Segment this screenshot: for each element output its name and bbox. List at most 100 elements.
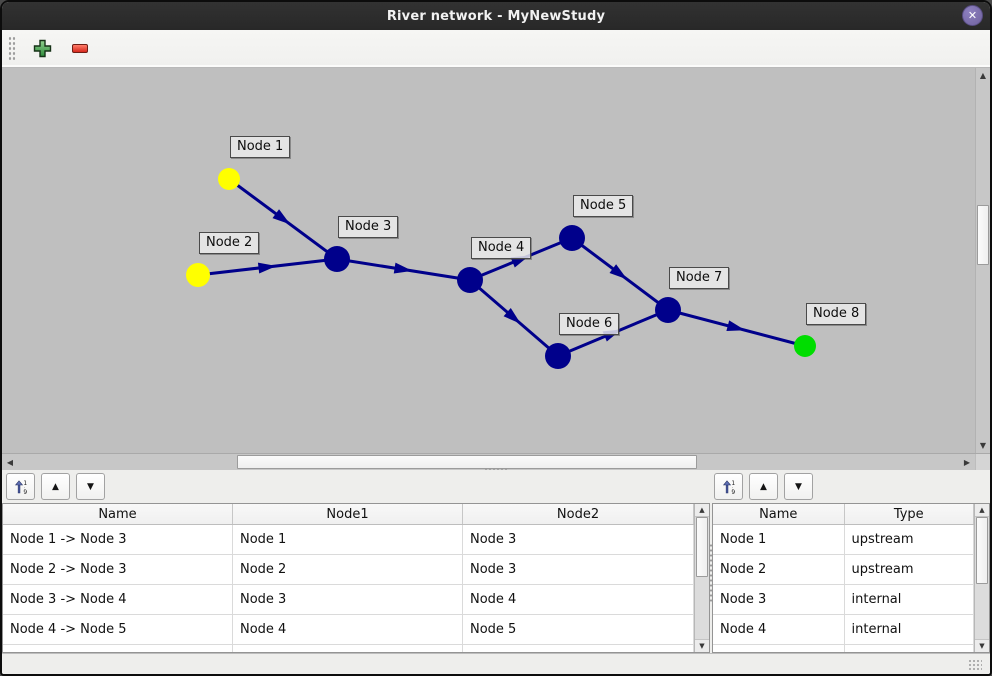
canvas-vertical-scrollbar[interactable]: ▲ ▼ bbox=[975, 68, 990, 453]
table-cell[interactable]: Node 3 bbox=[463, 525, 694, 554]
scroll-up-button[interactable]: ▲ bbox=[975, 504, 989, 517]
status-strip bbox=[2, 653, 990, 674]
table-cell[interactable] bbox=[845, 645, 974, 652]
link-move-up-button[interactable]: ▲ bbox=[41, 473, 70, 500]
node-label[interactable]: Node 3 bbox=[338, 216, 399, 238]
node-label[interactable]: Node 6 bbox=[559, 313, 620, 335]
link-scroll-thumb[interactable] bbox=[696, 517, 708, 577]
link-scroll-track[interactable] bbox=[695, 517, 709, 639]
network-node[interactable] bbox=[545, 343, 571, 369]
table-cell[interactable]: Node 1 bbox=[233, 525, 463, 554]
table-cell[interactable]: Node 1 bbox=[713, 525, 845, 554]
table-cell[interactable]: Node 4 -> Node 5 bbox=[3, 615, 233, 644]
scroll-up-button[interactable]: ▲ bbox=[976, 68, 990, 83]
table-cell[interactable]: Node 3 -> Node 4 bbox=[3, 585, 233, 614]
sort-ascending-icon: 1 : 9 bbox=[722, 480, 735, 495]
canvas-horizontal-scrollbar[interactable]: ◀ ▶ bbox=[2, 453, 990, 470]
node-table-scrollbar[interactable]: ▲ ▼ bbox=[974, 504, 989, 652]
arrow-up-icon: ▲ bbox=[979, 506, 985, 514]
table-cell[interactable]: Node 3 bbox=[463, 555, 694, 584]
node-label[interactable]: Node 2 bbox=[199, 232, 260, 254]
table-cell[interactable]: Node 3 bbox=[233, 585, 463, 614]
titlebar[interactable]: River network - MyNewStudy ✕ bbox=[2, 2, 990, 30]
network-node[interactable] bbox=[457, 267, 483, 293]
column-header[interactable]: Type bbox=[845, 504, 974, 524]
node-label[interactable]: Node 5 bbox=[573, 195, 634, 217]
column-header[interactable]: Node2 bbox=[463, 504, 694, 524]
table-cell[interactable]: internal bbox=[845, 585, 974, 614]
remove-icon bbox=[72, 44, 88, 53]
table-cell[interactable] bbox=[3, 645, 233, 652]
canvas-vscroll-thumb[interactable] bbox=[977, 205, 989, 265]
scroll-up-button[interactable]: ▲ bbox=[695, 504, 709, 517]
node-sort-button[interactable]: 1 : 9 bbox=[714, 473, 743, 500]
node-label[interactable]: Node 1 bbox=[230, 136, 291, 158]
node-scroll-thumb[interactable] bbox=[976, 517, 988, 584]
scroll-left-button[interactable]: ◀ bbox=[2, 454, 18, 470]
table-cell[interactable] bbox=[713, 645, 845, 652]
network-node[interactable] bbox=[655, 297, 681, 323]
tables-vertical-splitter[interactable] bbox=[709, 503, 713, 653]
table-cell[interactable]: upstream bbox=[845, 555, 974, 584]
arrow-right-icon: ▶ bbox=[963, 457, 971, 467]
network-node[interactable] bbox=[794, 335, 816, 357]
table-cell[interactable]: Node 1 -> Node 3 bbox=[3, 525, 233, 554]
canvas-vscroll-track[interactable] bbox=[976, 83, 990, 438]
network-node[interactable] bbox=[186, 263, 210, 287]
network-svg bbox=[186, 168, 816, 369]
table-cell[interactable]: Node 3 bbox=[713, 585, 845, 614]
canvas-hscroll-track[interactable] bbox=[18, 454, 959, 470]
scroll-right-button[interactable]: ▶ bbox=[959, 454, 975, 470]
toolbar-drag-handle[interactable] bbox=[8, 35, 16, 62]
table-cell[interactable]: internal bbox=[845, 615, 974, 644]
table-cell[interactable]: Node 2 bbox=[233, 555, 463, 584]
table-cell[interactable]: Node 4 bbox=[713, 615, 845, 644]
pane-splitter-handle[interactable] bbox=[484, 467, 508, 472]
link-table-scrollbar[interactable]: ▲ ▼ bbox=[694, 504, 709, 652]
network-node[interactable] bbox=[218, 168, 240, 190]
network-node[interactable] bbox=[559, 225, 585, 251]
table-cell[interactable]: Node 4 bbox=[233, 615, 463, 644]
add-node-button[interactable] bbox=[30, 37, 54, 61]
node-label[interactable]: Node 4 bbox=[471, 237, 532, 259]
window-title: River network - MyNewStudy bbox=[386, 8, 606, 24]
column-header[interactable]: Node1 bbox=[233, 504, 463, 524]
canvas-hscroll-thumb[interactable] bbox=[237, 455, 697, 469]
column-header[interactable]: Name bbox=[3, 504, 233, 524]
link-move-down-button[interactable]: ▼ bbox=[76, 473, 105, 500]
column-header[interactable]: Name bbox=[713, 504, 845, 524]
table-row[interactable] bbox=[713, 645, 974, 652]
table-cell[interactable]: Node 2 -> Node 3 bbox=[3, 555, 233, 584]
remove-node-button[interactable] bbox=[68, 37, 92, 61]
table-cell[interactable]: Node 5 bbox=[463, 615, 694, 644]
node-scroll-track[interactable] bbox=[975, 517, 989, 639]
node-move-down-button[interactable]: ▼ bbox=[784, 473, 813, 500]
svg-text:1: 1 bbox=[731, 480, 735, 487]
scroll-down-button[interactable]: ▼ bbox=[976, 438, 990, 453]
table-cell[interactable]: upstream bbox=[845, 525, 974, 554]
table-cell[interactable] bbox=[463, 645, 694, 652]
scroll-down-button[interactable]: ▼ bbox=[695, 639, 709, 652]
node-label[interactable]: Node 8 bbox=[806, 303, 867, 325]
network-node[interactable] bbox=[324, 246, 350, 272]
node-label[interactable]: Node 7 bbox=[669, 267, 730, 289]
node-move-up-button[interactable]: ▲ bbox=[749, 473, 778, 500]
scroll-down-button[interactable]: ▼ bbox=[975, 639, 989, 652]
table-cell[interactable]: Node 4 bbox=[463, 585, 694, 614]
table-row[interactable] bbox=[3, 645, 694, 652]
table-cell[interactable] bbox=[233, 645, 463, 652]
close-button[interactable]: ✕ bbox=[962, 5, 983, 26]
link-sort-button[interactable]: 1 : 9 bbox=[6, 473, 35, 500]
resize-grip[interactable] bbox=[968, 659, 982, 671]
network-canvas[interactable]: Node 1 Node 2 Node 3 Node 4 Node 5 Node 6 Node… bbox=[2, 68, 990, 453]
table-cell[interactable]: Node 2 bbox=[713, 555, 845, 584]
